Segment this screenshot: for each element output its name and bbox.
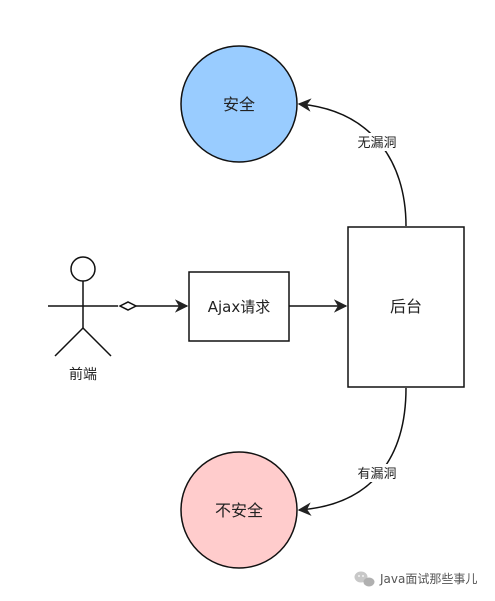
backend-box	[347, 226, 465, 388]
edge-backend-to-safe	[297, 98, 407, 227]
safe-circle	[180, 45, 298, 163]
edge-label-bg	[355, 133, 399, 151]
edge-actor-to-ajax	[118, 299, 189, 313]
watermark: Java面试那些事儿	[354, 571, 477, 587]
unsafe-node: 不安全	[180, 451, 298, 569]
edge-backend-to-unsafe	[297, 387, 407, 516]
unsafe-label: 不安全	[215, 501, 263, 520]
actor-head	[70, 256, 96, 282]
actor-leg-left	[54, 327, 84, 357]
actor-figure	[48, 256, 118, 357]
edge-label-no-vuln: 无漏洞	[357, 135, 396, 151]
safe-node: 安全	[180, 45, 298, 163]
backend-node: 后台	[347, 226, 465, 388]
edge-label-bg	[355, 464, 399, 482]
ajax-request-node: Ajax请求	[188, 271, 290, 342]
safe-label: 安全	[223, 95, 255, 114]
diamond-icon	[118, 301, 138, 311]
backend-label: 后台	[390, 297, 422, 316]
actor-leg-right	[82, 327, 112, 357]
wechat-icon	[354, 571, 375, 587]
ajax-box	[188, 271, 290, 342]
watermark-text: Java面试那些事儿	[379, 571, 477, 586]
ajax-label: Ajax请求	[208, 298, 271, 316]
unsafe-circle	[180, 451, 298, 569]
edge-label-has-vuln: 有漏洞	[357, 466, 396, 482]
actor-label: 前端	[69, 366, 97, 383]
